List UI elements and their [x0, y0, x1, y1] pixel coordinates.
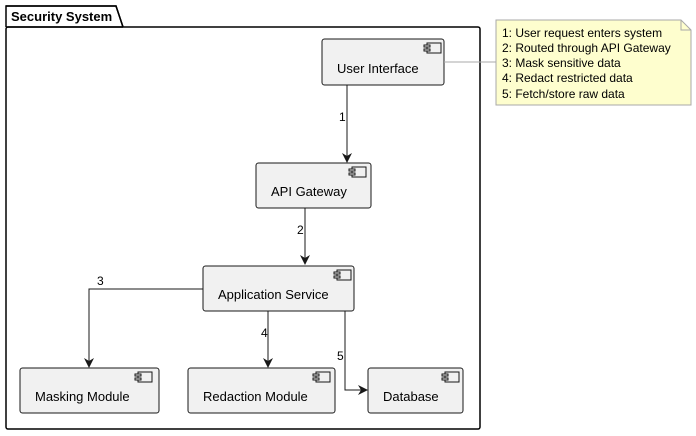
component-label: Masking Module	[35, 389, 130, 404]
component-icon	[423, 42, 442, 54]
edges: 1 2 3 4 5	[84, 85, 368, 395]
edge-label-1: 1	[339, 110, 346, 124]
component-label: Application Service	[218, 287, 329, 302]
edge-label-5: 5	[337, 349, 344, 363]
component-icon	[134, 371, 153, 383]
package-title: Security System	[11, 9, 112, 24]
component-api-gateway[interactable]: API Gateway	[255, 162, 372, 209]
edge-label-3: 3	[97, 274, 104, 288]
component-label: Redaction Module	[203, 389, 308, 404]
component-icon	[348, 166, 367, 178]
component-label: User Interface	[337, 61, 419, 76]
note-line: 4: Redact restricted data	[502, 71, 633, 85]
edge-appservice-to-database	[344, 311, 368, 395]
component-label: API Gateway	[271, 184, 347, 199]
component-icon	[312, 371, 331, 383]
component-icon	[441, 371, 460, 383]
edge-label-4: 4	[261, 326, 268, 340]
note-line: 3: Mask sensitive data	[502, 56, 621, 70]
component-icon	[333, 269, 352, 281]
component-application-service[interactable]: Application Service	[202, 265, 355, 312]
component-label: Database	[383, 389, 439, 404]
component-redaction-module[interactable]: Redaction Module	[187, 367, 336, 414]
package-security-system: Security System	[5, 5, 481, 430]
edge-label-2: 2	[297, 223, 304, 237]
component-masking-module[interactable]: Masking Module	[19, 367, 160, 414]
edge-appservice-to-masking	[84, 288, 203, 368]
note-line: 5: Fetch/store raw data	[502, 87, 625, 101]
note-line: 1: User request enters system	[502, 26, 662, 40]
note: 1: User request enters system 2: Routed …	[444, 19, 692, 106]
note-line: 2: Routed through API Gateway	[502, 41, 671, 55]
component-database[interactable]: Database	[367, 367, 464, 414]
component-user-interface[interactable]: User Interface	[321, 38, 445, 86]
